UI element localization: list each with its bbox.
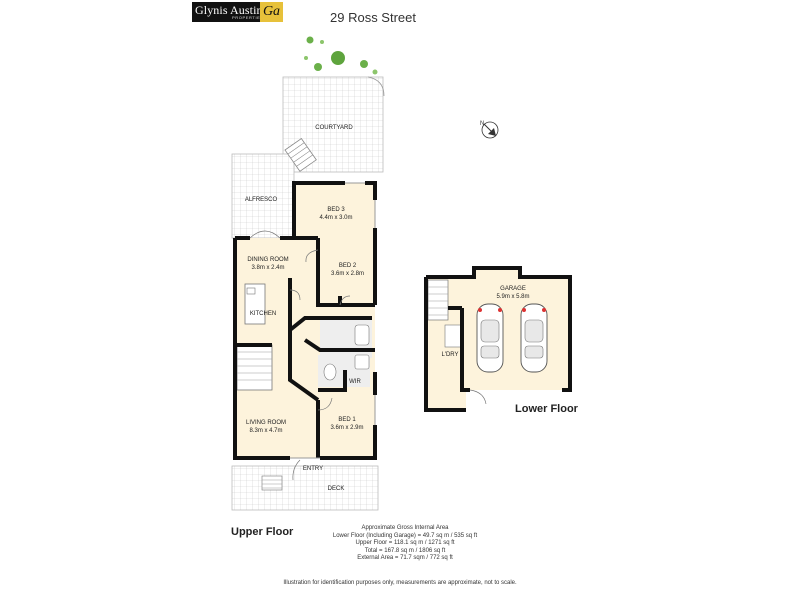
room-name: ALFRESCO (244, 197, 278, 203)
brand-mark: Ga (260, 2, 283, 22)
room-label-entry: ENTRY (296, 465, 330, 473)
floor-label-lower: Lower Floor (515, 403, 578, 415)
courtyard-steps (284, 137, 317, 172)
room-name: DINING ROOM (247, 257, 289, 263)
room-dimensions: 3.6m x 2.8m (330, 271, 364, 277)
room-label-bed3: BED 3 4.4m x 3.0m (306, 206, 366, 222)
room-label-wir: WIR (344, 378, 366, 386)
area-line: Upper Floor = 118.1 sq m / 1271 sq ft (355, 540, 455, 547)
room-label-deck: DECK (318, 485, 354, 493)
room-label-bed1: BED 1 3.6m x 2.9m (322, 416, 372, 432)
tree (331, 51, 345, 65)
room-dimensions: 3.6m x 2.9m (330, 425, 364, 431)
area-line: Total = 167.8 sq m / 1806 sq ft (364, 547, 446, 554)
room-name: BED 3 (327, 207, 345, 213)
entry-steps (261, 475, 283, 491)
room-label-bed2: BED 2 3.6m x 2.8m (320, 262, 375, 278)
room-label-laundry: L'DRY (436, 351, 464, 359)
deck-area (231, 465, 379, 511)
tree (372, 69, 378, 75)
bathroom-fixtures (323, 324, 370, 381)
floor-label-upper: Upper Floor (231, 526, 294, 538)
lower-floor-walls (424, 266, 572, 412)
room-name: ENTRY (302, 466, 324, 472)
room-name: LIVING ROOM (245, 420, 286, 426)
room-label-garage: GARAGE 5.9m x 5.8m (487, 285, 539, 301)
svg-text:N: N (480, 121, 484, 127)
brand-logo: Glynis Austin PROPERTIES Ga (192, 2, 283, 22)
area-heading: Approximate Gross Internal Area (361, 525, 449, 531)
room-label-living: LIVING ROOM 8.3m x 4.7m (240, 419, 292, 435)
tree (320, 40, 324, 44)
lower-stairs (427, 279, 449, 321)
tree (360, 60, 368, 68)
room-name: COURTYARD (315, 125, 353, 131)
room-label-alfresco: ALFRESCO (236, 196, 286, 204)
windows (290, 182, 376, 459)
room-name: WIR (349, 379, 361, 385)
alfresco-area (231, 153, 295, 239)
disclaimer: Illustration for identification purposes… (283, 580, 517, 586)
room-name: L'DRY (441, 352, 459, 358)
room-name: BED 1 (338, 417, 356, 423)
page-title: 29 Ross Street (330, 10, 416, 25)
area-summary: Approximate Gross Internal Area Lower Fl… (300, 525, 510, 563)
tree (304, 56, 308, 60)
tree (306, 36, 314, 44)
room-name: DECK (327, 486, 345, 492)
room-name: KITCHEN (249, 311, 277, 317)
doors (249, 230, 351, 481)
room-label-courtyard: COURTYARD (304, 124, 364, 132)
brand-sub: PROPERTIES (232, 15, 264, 20)
compass-icon: N (480, 121, 499, 139)
room-name: GARAGE (500, 286, 526, 292)
area-line: Lower Floor (Including Garage) = 49.7 sq… (332, 532, 478, 539)
brand-name: Glynis Austin (195, 3, 263, 17)
upper-floor-walls (233, 181, 377, 460)
room-dimensions: 5.9m x 5.8m (496, 294, 530, 300)
room-dimensions: 8.3m x 4.7m (249, 428, 283, 434)
upper-stairs (236, 344, 273, 391)
area-line: External Area = 71.7 sqm / 772 sq ft (357, 555, 453, 562)
trees (304, 36, 378, 75)
car-icon (476, 303, 504, 373)
room-name: BED 2 (338, 263, 357, 269)
room-label-dining: DINING ROOM 3.8m x 2.4m (238, 256, 298, 272)
room-dimensions: 3.8m x 2.4m (251, 265, 285, 271)
tree (314, 63, 322, 71)
room-label-kitchen: KITCHEN (240, 310, 286, 318)
room-dimensions: 4.4m x 3.0m (319, 215, 353, 221)
car-icon (520, 303, 548, 373)
